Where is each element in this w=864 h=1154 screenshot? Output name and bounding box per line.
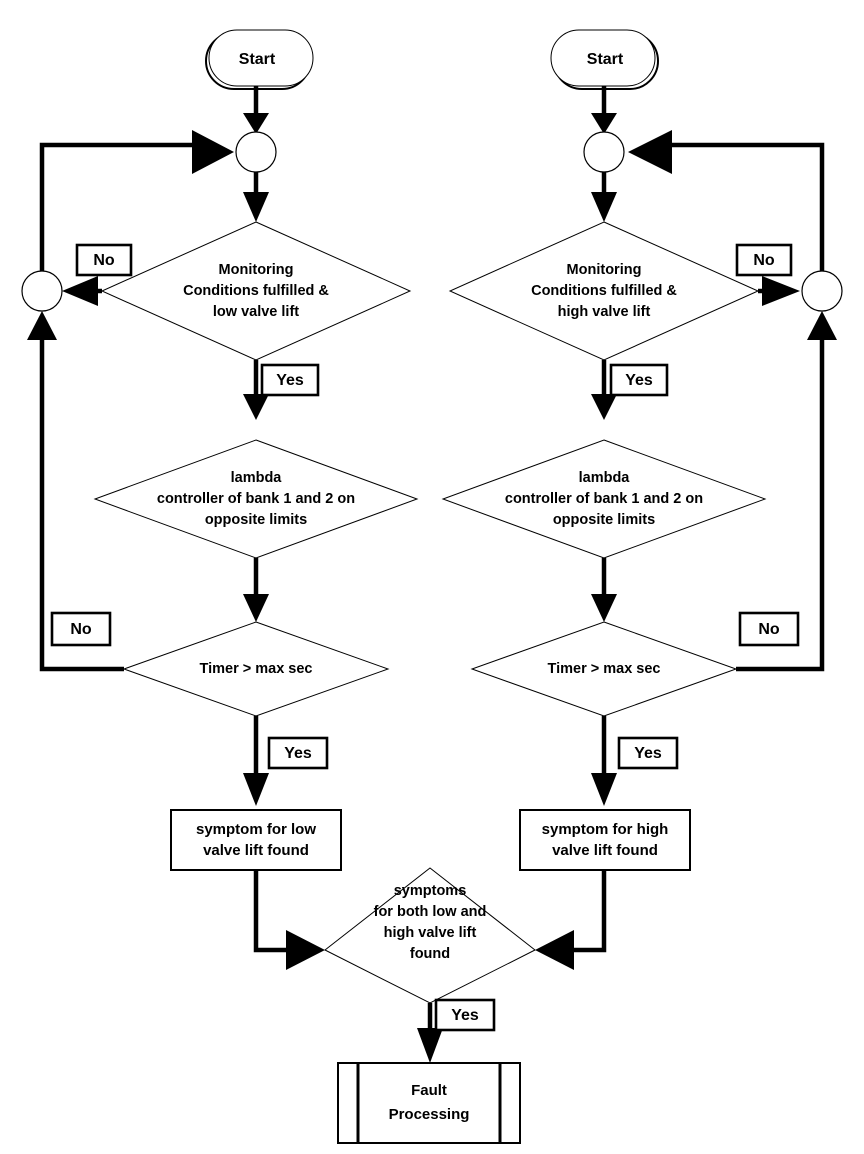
label-no-timer-right-text: No	[758, 621, 780, 638]
junction-circle-right-outer[interactable]	[801, 270, 843, 312]
decision-lambda-right-line1: lambda	[579, 470, 631, 486]
edge-loop-back-right	[628, 130, 825, 271]
edge-no-timer-right	[736, 311, 837, 672]
decision-timer-left-label: Timer > max sec	[200, 661, 313, 677]
edge-yes-timer-right	[591, 716, 617, 806]
decision-monitoring-left-line2: Conditions fulfilled &	[183, 283, 329, 299]
edge-start-to-merge-right	[591, 86, 617, 134]
edge-no-monitoring-left	[62, 276, 102, 306]
label-no-timer-right: No	[738, 611, 800, 647]
label-no-monitoring-right: No	[735, 243, 793, 277]
decision-lambda-left-line2: controller of bank 1 and 2 on	[157, 491, 355, 507]
edge-lambda-to-timer-left	[243, 558, 269, 622]
label-yes-monitoring-left: Yes	[260, 363, 320, 397]
terminal-fault-processing-line2: Processing	[389, 1106, 470, 1123]
label-no-timer-left: No	[50, 611, 112, 647]
edge-no-monitoring-right	[758, 276, 800, 306]
process-symptom-right-line1: symptom for high	[542, 821, 669, 838]
decision-monitoring-right-line2: Conditions fulfilled &	[531, 283, 677, 299]
decision-both-symptoms[interactable]: symptoms for both low and high valve lif…	[324, 867, 536, 1004]
process-symptom-left-line2: valve lift found	[203, 842, 309, 859]
label-no-monitoring-left-box	[75, 243, 133, 277]
decision-both-symptoms-line2: for both low and	[374, 904, 487, 920]
start-node-left-shape-outline	[208, 29, 314, 87]
start-node-left-label: Start	[239, 51, 276, 68]
label-yes-timer-right-box	[617, 736, 679, 770]
junction-circle-top-right[interactable]	[583, 131, 625, 173]
decision-monitoring-right-line1: Monitoring	[567, 262, 642, 278]
label-no-timer-right-box	[738, 611, 800, 647]
edge-yes-timer-left	[243, 716, 269, 806]
label-yes-monitoring-left-text: Yes	[276, 372, 304, 389]
label-yes-monitoring-left-box	[260, 363, 320, 397]
label-no-monitoring-right-box	[735, 243, 793, 277]
decision-timer-left[interactable]: Timer > max sec	[122, 621, 390, 717]
decision-lambda-left-line1: lambda	[231, 470, 283, 486]
process-symptom-right[interactable]: symptom for high valve lift found	[519, 809, 691, 871]
label-no-monitoring-left-text: No	[93, 252, 115, 269]
edge-symptom-left-to-merge	[253, 870, 325, 970]
decision-monitoring-left[interactable]: Monitoring Conditions fulfilled & low va…	[100, 221, 412, 361]
label-yes-timer-left-box	[267, 736, 329, 770]
decision-monitoring-right-line3: high valve lift	[558, 304, 651, 320]
junction-circle-top-left[interactable]	[235, 131, 277, 173]
decision-monitoring-left-line3: low valve lift	[213, 304, 299, 320]
process-symptom-right-line2: valve lift found	[552, 842, 658, 859]
label-no-timer-left-box	[50, 611, 112, 647]
label-no-monitoring-left: No	[75, 243, 133, 277]
edge-yes-monitoring-left	[243, 360, 269, 420]
edge-yes-monitoring-right	[591, 360, 617, 420]
decision-timer-right-label: Timer > max sec	[548, 661, 661, 677]
process-symptom-right-shape	[519, 809, 691, 871]
start-node-right[interactable]: Start	[550, 29, 659, 90]
process-symptom-left-line1: symptom for low	[196, 821, 316, 838]
decision-both-symptoms-line4: found	[410, 946, 450, 962]
label-yes-timer-left-text: Yes	[284, 745, 312, 762]
start-node-right-label: Start	[587, 51, 624, 68]
junction-circle-left-outer[interactable]	[21, 270, 63, 312]
start-node-left[interactable]: Start	[205, 29, 314, 90]
label-no-monitoring-right-text: No	[753, 252, 775, 269]
label-yes-monitoring-right: Yes	[609, 363, 669, 397]
terminal-fault-processing[interactable]: Fault Processing	[337, 1062, 521, 1144]
label-yes-timer-left: Yes	[267, 736, 329, 770]
decision-lambda-right[interactable]: lambda controller of bank 1 and 2 on opp…	[441, 439, 767, 559]
label-no-timer-left-text: No	[70, 621, 92, 638]
edge-start-to-merge-left	[243, 86, 269, 134]
edge-lambda-to-timer-right	[591, 558, 617, 622]
decision-lambda-right-line3: opposite limits	[553, 512, 655, 528]
edge-loop-back-left	[39, 130, 234, 271]
edge-yes-both-symptoms	[417, 1003, 443, 1063]
label-yes-monitoring-right-box	[609, 363, 669, 397]
edge-junction-to-monitoring-left	[243, 172, 269, 222]
decision-monitoring-left-line1: Monitoring	[219, 262, 294, 278]
decision-timer-right[interactable]: Timer > max sec	[470, 621, 738, 717]
label-yes-timer-right: Yes	[617, 736, 679, 770]
decision-monitoring-right[interactable]: Monitoring Conditions fulfilled & high v…	[448, 221, 760, 361]
label-yes-monitoring-right-text: Yes	[625, 372, 653, 389]
edge-no-timer-left	[27, 311, 124, 672]
edge-symptom-right-to-merge	[535, 870, 607, 970]
process-symptom-left-shape	[170, 809, 342, 871]
decision-both-symptoms-line3: high valve lift	[384, 925, 477, 941]
label-yes-timer-right-text: Yes	[634, 745, 662, 762]
decision-both-symptoms-line1: symptoms	[394, 883, 467, 899]
label-yes-both-symptoms: Yes	[434, 998, 496, 1032]
terminal-fault-processing-line1: Fault	[411, 1082, 447, 1099]
process-symptom-left[interactable]: symptom for low valve lift found	[170, 809, 342, 871]
decision-lambda-right-line2: controller of bank 1 and 2 on	[505, 491, 703, 507]
decision-lambda-left-line3: opposite limits	[205, 512, 307, 528]
label-yes-both-symptoms-box	[434, 998, 496, 1032]
terminal-fault-processing-shape	[337, 1062, 521, 1144]
edge-junction-to-monitoring-right	[591, 172, 617, 222]
label-yes-both-symptoms-text: Yes	[451, 1007, 479, 1024]
decision-lambda-left[interactable]: lambda controller of bank 1 and 2 on opp…	[93, 439, 419, 559]
